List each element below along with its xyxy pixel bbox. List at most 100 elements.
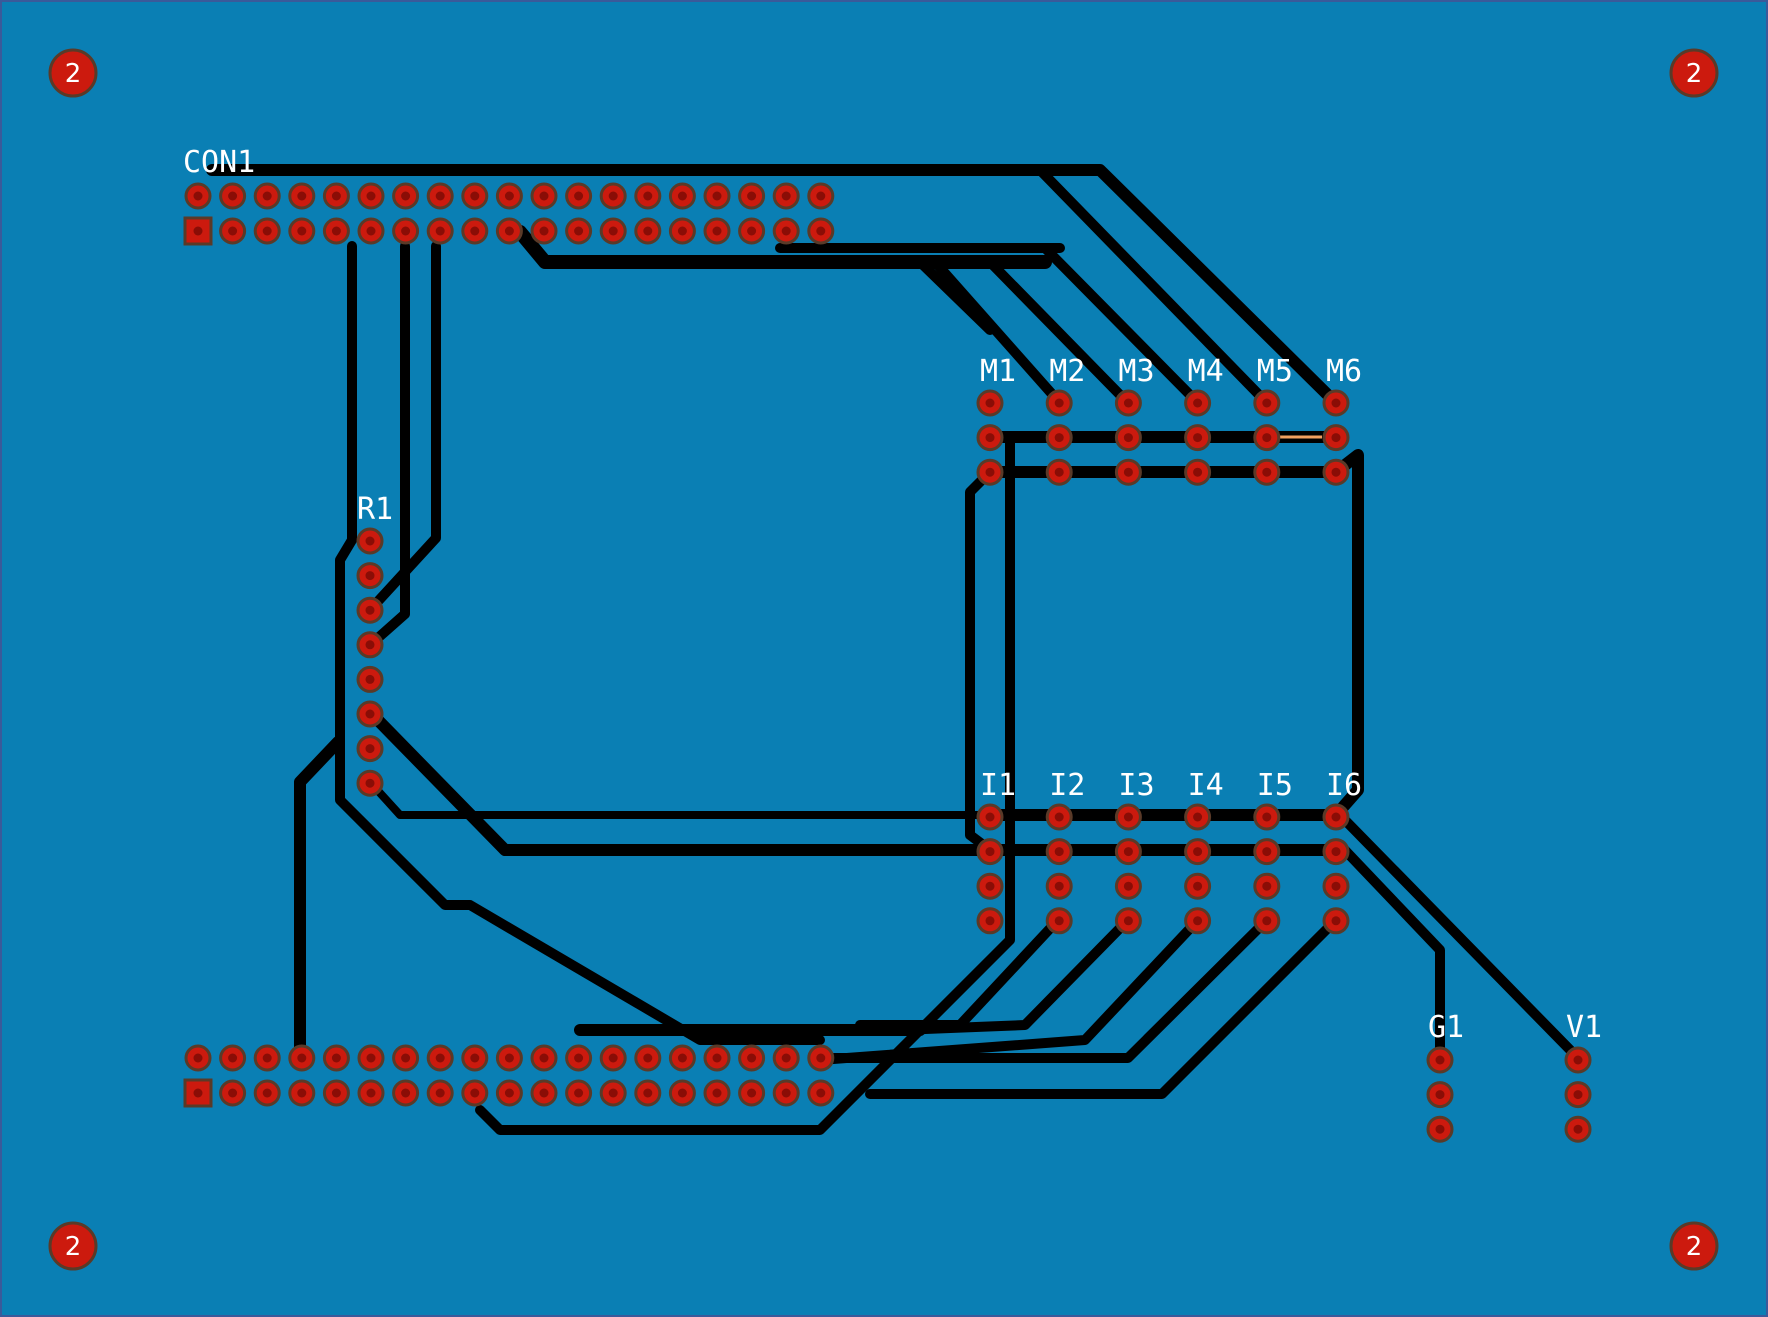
bottom-header-pad [288, 1044, 316, 1072]
motor-pad [1045, 458, 1073, 486]
con1-pad [530, 217, 558, 245]
con1-pad [184, 182, 212, 210]
con1-pad [322, 217, 350, 245]
con1-pad [461, 217, 489, 245]
input-label-i2: I2 [1049, 768, 1085, 803]
motor-label-m3: M3 [1118, 354, 1154, 389]
trace-i1-down [475, 435, 1015, 1135]
input-pad [1322, 803, 1350, 831]
con1-pad [288, 182, 316, 210]
input-pad [1114, 907, 1142, 935]
input-pad [1184, 838, 1212, 866]
con1-pad [565, 217, 593, 245]
con1-pad [288, 217, 316, 245]
mh-bottom-left: 2 [48, 1221, 98, 1271]
con1-pad [807, 182, 835, 210]
bottom-header-pad [322, 1079, 350, 1107]
input-pad [1184, 907, 1212, 935]
bottom-header-pad [565, 1044, 593, 1072]
g1-pad [1426, 1081, 1454, 1109]
bottom-header-pad [634, 1044, 662, 1072]
trace-con1-m1 [775, 243, 1065, 335]
g1-pad [1426, 1115, 1454, 1143]
bottom-header-pad [599, 1044, 627, 1072]
motor-label-m1: M1 [980, 354, 1016, 389]
trace-i6-g1 [1335, 840, 1445, 1063]
motor-pad [1184, 458, 1212, 486]
input-label-i4: I4 [1188, 768, 1224, 803]
input-pad [976, 803, 1004, 831]
con1-pad [772, 182, 800, 210]
input-pad [1045, 907, 1073, 935]
input-pad [1253, 838, 1281, 866]
con1-pad [219, 182, 247, 210]
bottom-header-pad [530, 1044, 558, 1072]
bottom-header-pad [219, 1044, 247, 1072]
input-pad [976, 838, 1004, 866]
con1-pad [357, 217, 385, 245]
bottom-header-pad [288, 1079, 316, 1107]
input-pad [1253, 872, 1281, 900]
trace-motor-left [965, 467, 995, 855]
input-pad [1045, 803, 1073, 831]
bottom-header-pad [184, 1044, 212, 1072]
trace-con1-m3 [985, 257, 1133, 408]
g1-pad [1426, 1046, 1454, 1074]
con1-pad [183, 216, 213, 246]
motor-pad [1253, 458, 1281, 486]
con1-pad [322, 182, 350, 210]
motor-pad [976, 458, 1004, 486]
motor-pad [1322, 424, 1350, 452]
r1-pad [356, 596, 384, 624]
r1-pad [356, 735, 384, 763]
r1-pad [356, 631, 384, 659]
motor-label-m5: M5 [1257, 354, 1293, 389]
trace-con1-m4 [1040, 243, 1203, 408]
bottom-header-pad [668, 1044, 696, 1072]
con1-pad [565, 182, 593, 210]
r1-pad [356, 700, 384, 728]
mounting-hole-number: 2 [65, 59, 82, 89]
motor-pad [1253, 424, 1281, 452]
con1-pad [253, 182, 281, 210]
con1-pad [461, 182, 489, 210]
con1-pad [392, 217, 420, 245]
mh-top-left: 2 [48, 48, 98, 98]
con1-pad [253, 217, 281, 245]
con1-pad [495, 182, 523, 210]
input-pad [1184, 803, 1212, 831]
input-pad [1114, 803, 1142, 831]
motor-pad [1184, 389, 1212, 417]
motor-label-m6: M6 [1326, 354, 1362, 389]
motor-pad [1184, 424, 1212, 452]
bottom-header-pad [357, 1079, 385, 1107]
con1-pad [530, 182, 558, 210]
input-pad [976, 907, 1004, 935]
bottom-header-pad [703, 1079, 731, 1107]
v1-pad [1564, 1081, 1592, 1109]
con1-pad [599, 182, 627, 210]
con1-pad [772, 217, 800, 245]
input-pad [1184, 872, 1212, 900]
r1-label: R1 [357, 492, 393, 527]
motor-pad [1114, 458, 1142, 486]
motor-pad [1322, 389, 1350, 417]
motor-pad [1045, 424, 1073, 452]
bottom-header-pad [530, 1079, 558, 1107]
input-pad [1114, 872, 1142, 900]
bottom-header-pad [253, 1044, 281, 1072]
con1-pad [668, 182, 696, 210]
trace-con1-m2 [930, 257, 1065, 408]
bottom-header-pad [219, 1079, 247, 1107]
pads-layer [183, 182, 1592, 1143]
con1-pad [634, 182, 662, 210]
con1-pad [219, 217, 247, 245]
motor-pad [976, 424, 1004, 452]
bottom-header-pad [668, 1079, 696, 1107]
con1-pad [668, 217, 696, 245]
con1-pad [703, 182, 731, 210]
con1-pad [392, 182, 420, 210]
trace-r1-input2 [364, 706, 996, 856]
mounting-hole-number: 2 [65, 1232, 82, 1262]
